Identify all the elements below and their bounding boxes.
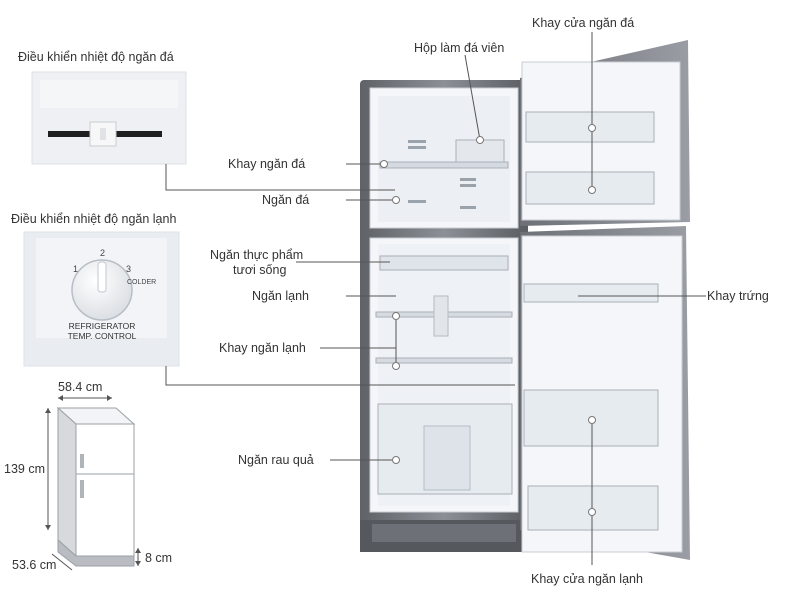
freezer-control-panel bbox=[31, 71, 187, 165]
fresh-food-drawer bbox=[379, 255, 509, 271]
freezer-shelf bbox=[379, 161, 509, 169]
fridge-shelf-2 bbox=[375, 357, 513, 364]
dial-caption-line2: TEMP. CONTROL bbox=[68, 331, 137, 341]
label-freezer: Ngăn đá bbox=[262, 193, 310, 207]
label-fridge: Ngăn lạnh bbox=[252, 289, 309, 303]
dial-colder: COLDER bbox=[127, 279, 156, 286]
label-fridge-control: Điều khiển nhiệt độ ngăn lạnh bbox=[11, 212, 177, 226]
egg-tray bbox=[523, 283, 659, 303]
label-fresh-food-line1: Ngăn thực phẩm bbox=[210, 248, 304, 262]
freezer-door bbox=[520, 40, 690, 226]
refrigerator-body bbox=[360, 80, 528, 552]
label-fridge-door-tray: Khay cửa ngăn lạnh bbox=[531, 572, 643, 586]
label-vegetable: Ngăn rau quả bbox=[238, 453, 314, 467]
dim-width: 58.4 cm bbox=[58, 380, 103, 394]
freezer-door-tray-1 bbox=[525, 111, 655, 143]
dim-depth: 53.6 cm bbox=[12, 558, 57, 572]
dial-caption-line1: REFRIGERATOR bbox=[69, 321, 136, 331]
dial-tick-3: 3 bbox=[126, 264, 131, 274]
fridge-door-tray-2 bbox=[527, 485, 659, 531]
leader-ice-box bbox=[464, 54, 481, 141]
label-freezer-control: Điều khiển nhiệt độ ngăn đá bbox=[18, 50, 174, 64]
dimension-sketch bbox=[45, 395, 141, 571]
label-freezer-shelf: Khay ngăn đá bbox=[228, 157, 306, 171]
leader-lines bbox=[165, 32, 706, 565]
label-ice-box: Hộp làm đá viên bbox=[414, 41, 505, 55]
marker-dots bbox=[380, 124, 596, 516]
label-egg-tray: Khay trứng bbox=[707, 289, 769, 303]
label-fresh-food-line2: tươi sống bbox=[233, 263, 287, 277]
dial-tick-2: 2 bbox=[100, 248, 105, 258]
label-fridge-shelf: Khay ngăn lạnh bbox=[219, 341, 306, 355]
dim-height: 139 cm bbox=[4, 462, 45, 476]
fridge-door bbox=[520, 226, 690, 560]
dial-tick-1: 1 bbox=[73, 264, 78, 274]
label-freezer-door-tray: Khay cửa ngăn đá bbox=[532, 16, 635, 30]
fridge-control-panel: 1 2 3 COLDER REFRIGERATOR TEMP. CONTROL bbox=[23, 231, 180, 367]
dim-base: 8 cm bbox=[145, 551, 173, 565]
leader-fridge-control bbox=[165, 366, 515, 386]
leader-freezer-control bbox=[165, 164, 395, 191]
